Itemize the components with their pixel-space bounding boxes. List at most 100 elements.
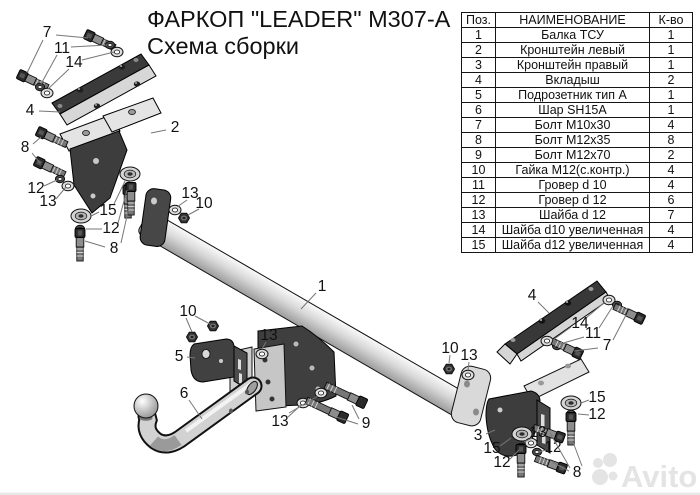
table-cell: 4 — [461, 72, 496, 88]
leader-line — [551, 461, 570, 472]
callout-number: 3 — [474, 427, 483, 444]
callout-number: 7 — [603, 337, 612, 354]
callout-number: 8 — [21, 139, 30, 156]
leader-line — [150, 129, 167, 134]
callout-number: 13 — [260, 327, 277, 344]
table-cell: Шайба d 12 — [495, 207, 650, 223]
table-cell: 2 — [649, 72, 693, 88]
callout-number: 12 — [27, 180, 44, 197]
table-cell: 15 — [461, 237, 496, 253]
callout-number: 12 — [544, 439, 561, 456]
table-cell: 1 — [649, 87, 693, 103]
bottom-border — [0, 492, 700, 495]
callout-number: 15 — [483, 440, 500, 457]
leader-line — [585, 301, 606, 319]
table-cell: 2 — [649, 147, 693, 163]
callout-number: 7 — [43, 24, 52, 41]
part-insert-plate-right — [496, 280, 611, 365]
table-cell: 8 — [649, 132, 693, 148]
callout-number: 13 — [460, 347, 477, 364]
leader-line — [117, 189, 128, 224]
leader-line — [509, 449, 520, 460]
table-cell: Болт М12х70 — [495, 147, 650, 163]
leader-line — [467, 361, 470, 371]
column-header: К-во — [649, 12, 693, 28]
callout-number: 9 — [362, 415, 371, 432]
callout-number: 12 — [588, 406, 605, 423]
table-cell: 6 — [649, 192, 693, 208]
table-cell: 1 — [649, 42, 693, 58]
column-header: НАИМЕНОВАНИЕ — [495, 12, 650, 28]
callout-number: 4 — [528, 287, 537, 304]
table-cell: 4 — [649, 237, 693, 253]
table-cell: Шар SH15A — [495, 102, 650, 118]
callout-number: 13 — [529, 424, 546, 441]
table-cell: 7 — [649, 207, 693, 223]
table-cell: 1 — [649, 57, 693, 73]
table-cell: 11 — [461, 177, 496, 193]
leader-line — [261, 341, 267, 350]
table-cell: 6 — [461, 102, 496, 118]
avito-watermark: Avito — [592, 453, 697, 494]
callout-number: 12 — [102, 220, 119, 237]
table-cell: Шайба d12 увеличенная — [495, 237, 650, 253]
table-cell: Вкладыш — [495, 72, 650, 88]
leader-line — [31, 152, 41, 164]
table-cell: 4 — [649, 162, 693, 178]
leader-line — [351, 404, 360, 420]
leader-line — [40, 54, 58, 85]
leader-line — [185, 317, 193, 333]
table-cell: 1 — [461, 27, 496, 43]
callout-number: 2 — [171, 119, 180, 136]
table-cell: 4 — [649, 177, 693, 193]
table-cell: Балка ТСУ — [495, 27, 650, 43]
leader-line — [538, 449, 547, 453]
callout-number: 4 — [26, 102, 35, 119]
callout-number: 13 — [39, 193, 56, 210]
avito-logo-icon — [593, 458, 603, 468]
leader-line — [300, 292, 317, 310]
callout-number: 10 — [441, 340, 459, 357]
title-line1: ФАРКОП "LEADER" M307-A — [147, 6, 451, 32]
table-cell: Подрозетник тип А — [495, 87, 650, 103]
leader-line — [288, 395, 319, 414]
callout-number: 10 — [195, 195, 213, 212]
leader-line — [523, 437, 533, 443]
callout-number: 10 — [179, 303, 197, 320]
table-cell: 12 — [461, 192, 496, 208]
part-bracket-left — [59, 97, 162, 214]
table-cell: Болт М12х35 — [495, 132, 650, 148]
callout-number: 15 — [588, 389, 605, 406]
leader-line — [572, 441, 583, 467]
callout-number: 6 — [180, 385, 189, 402]
callout-number: 11 — [54, 40, 70, 57]
table-cell: Кронштейн левый — [495, 42, 650, 58]
callout-number: 15 — [99, 202, 116, 219]
leader-line — [47, 68, 70, 90]
part-tow-ball — [133, 376, 263, 454]
leader-line — [485, 429, 496, 435]
table-cell: 3 — [461, 57, 496, 73]
table-cell: Гровер d 12 — [495, 192, 650, 208]
leader-line — [43, 179, 58, 187]
table-cell: 1 — [649, 102, 693, 118]
table-cell: 13 — [461, 207, 496, 223]
leader-line — [120, 206, 130, 244]
title-line2: Схема сборки — [147, 33, 300, 59]
leader-line — [448, 354, 451, 364]
leader-line — [577, 413, 590, 416]
part-main-beam — [138, 188, 492, 427]
column-header: Поз. — [461, 12, 496, 28]
